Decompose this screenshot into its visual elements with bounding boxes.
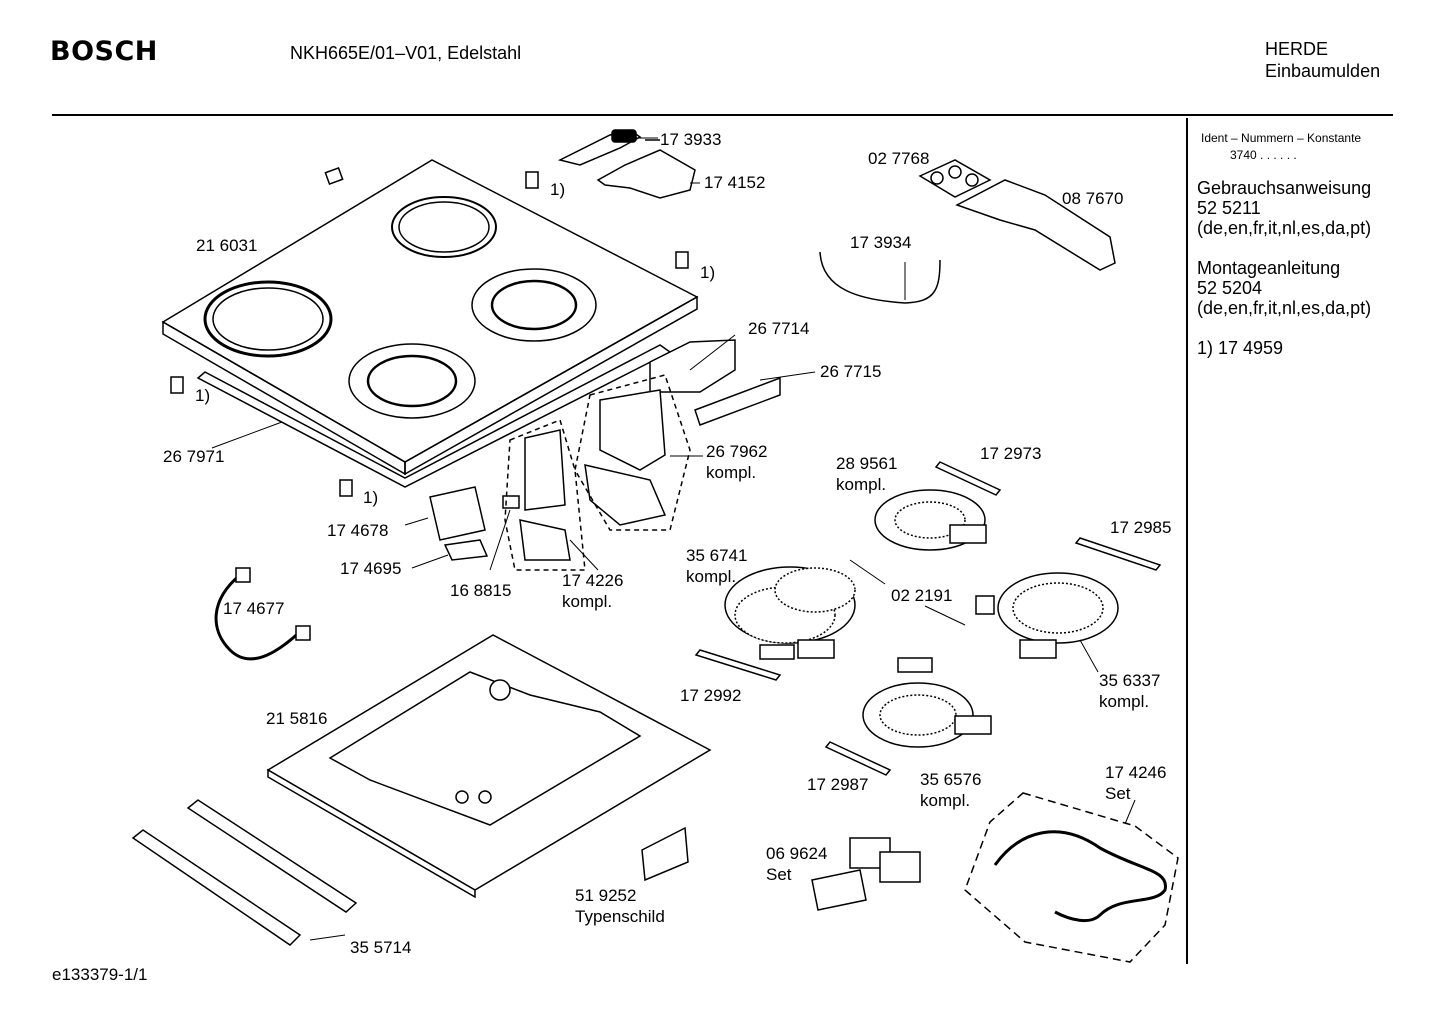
terminal-blocks (430, 340, 780, 560)
category-line-2: Einbaumulden (1265, 61, 1381, 81)
part-label-519252: 51 9252 (575, 886, 637, 905)
part-label-173934: 17 3934 (850, 233, 912, 252)
part-label-174226: 17 4226 (562, 571, 624, 590)
assembly-outlines (505, 375, 690, 570)
part-label-356741-sub: kompl. (686, 567, 737, 586)
ident-title: Ident – Nummern – Konstante (1201, 131, 1362, 145)
part-label-216031: 21 6031 (196, 236, 258, 255)
part-label-022191: 02 2191 (891, 586, 953, 605)
footnote-marker-d: 1) (363, 488, 379, 507)
ident-value: 3740 . . . . . . (1230, 148, 1297, 162)
leader-lines (212, 138, 1135, 940)
part-label-174678: 17 4678 (327, 521, 389, 540)
wire-harness (216, 575, 300, 659)
header-divider (52, 114, 1393, 116)
sensor-wire (820, 252, 940, 303)
wire-set (995, 832, 1166, 921)
part-label-087670: 08 7670 (1062, 189, 1124, 208)
type-plate (642, 828, 688, 880)
part-label-027768: 02 7768 (868, 149, 930, 168)
bottom-tray (268, 635, 710, 897)
doc-langs-assembly: (de,en,fr,it,nl,es,da,pt) (1197, 298, 1372, 318)
part-label-174152: 17 4152 (704, 173, 766, 192)
part-label-172992: 17 2992 (680, 686, 742, 705)
sidebar-divider (1186, 118, 1188, 964)
doc-number-usage: 52 5211 (1197, 198, 1261, 218)
footnote-marker-a: 1) (550, 180, 566, 199)
part-label-174226-sub: kompl. (562, 592, 613, 611)
model-title: NKH665E/01–V01, Edelstahl (290, 43, 522, 63)
part-label-356337: 35 6337 (1099, 671, 1161, 690)
part-label-267715: 26 7715 (820, 362, 882, 381)
part-label-174677: 17 4677 (223, 599, 285, 618)
doc-number-assembly: 52 5204 (1197, 278, 1263, 298)
doc-langs-usage: (de,en,fr,it,nl,es,da,pt) (1197, 218, 1372, 238)
cooktop-plate (163, 160, 697, 474)
part-label-215816: 21 5816 (266, 709, 328, 728)
temperature-limiters (696, 462, 1160, 775)
part-label-174246-sub: Set (1105, 784, 1131, 803)
part-label-069624-sub: Set (766, 865, 792, 884)
part-label-174695: 17 4695 (340, 559, 402, 578)
part-label-356741: 35 6741 (686, 546, 748, 565)
part-label-355714: 35 5714 (350, 938, 412, 957)
part-label-289561-sub: kompl. (836, 475, 887, 494)
part-label-356576-sub: kompl. (920, 791, 971, 810)
part-label-356576: 35 6576 (920, 770, 982, 789)
part-label-267962: 26 7962 (706, 442, 768, 461)
doc-title-usage: Gebrauchsanweisung (1197, 178, 1372, 198)
part-label-289561: 28 9561 (836, 454, 898, 473)
footnote-marker-c: 1) (195, 386, 211, 405)
sensor-parts-top (560, 130, 695, 198)
scraper-tools (920, 160, 1115, 270)
wire-set-outline (965, 793, 1178, 962)
part-label-172973: 17 2973 (980, 444, 1042, 463)
drawing-id: e133379-1/1 (52, 965, 148, 984)
part-label-356337-sub: kompl. (1099, 692, 1150, 711)
part-label-172985: 17 2985 (1110, 518, 1172, 537)
sidebar-footnote: 1) 17 4959 (1197, 338, 1284, 358)
part-label-174246: 17 4246 (1105, 763, 1167, 782)
part-label-069624: 06 9624 (766, 844, 828, 863)
mounting-rails (133, 800, 356, 945)
connector-set (812, 838, 920, 910)
part-label-267962-sub: kompl. (706, 463, 757, 482)
part-label-267971: 26 7971 (163, 447, 225, 466)
part-label-173933: 17 3933 (660, 130, 722, 149)
footnote-marker-b: 1) (700, 263, 716, 282)
part-label-168815: 16 8815 (450, 581, 512, 600)
part-label-267714: 26 7714 (748, 319, 810, 338)
doc-title-assembly: Montageanleitung (1197, 258, 1341, 278)
radiant-heaters (725, 490, 1118, 747)
category-line-1: HERDE (1265, 39, 1329, 59)
part-label-172987: 17 2987 (807, 775, 869, 794)
part-label-519252-sub: Typenschild (575, 907, 665, 926)
mounting-clips (171, 168, 688, 496)
brand-logo: BOSCH (50, 36, 158, 67)
